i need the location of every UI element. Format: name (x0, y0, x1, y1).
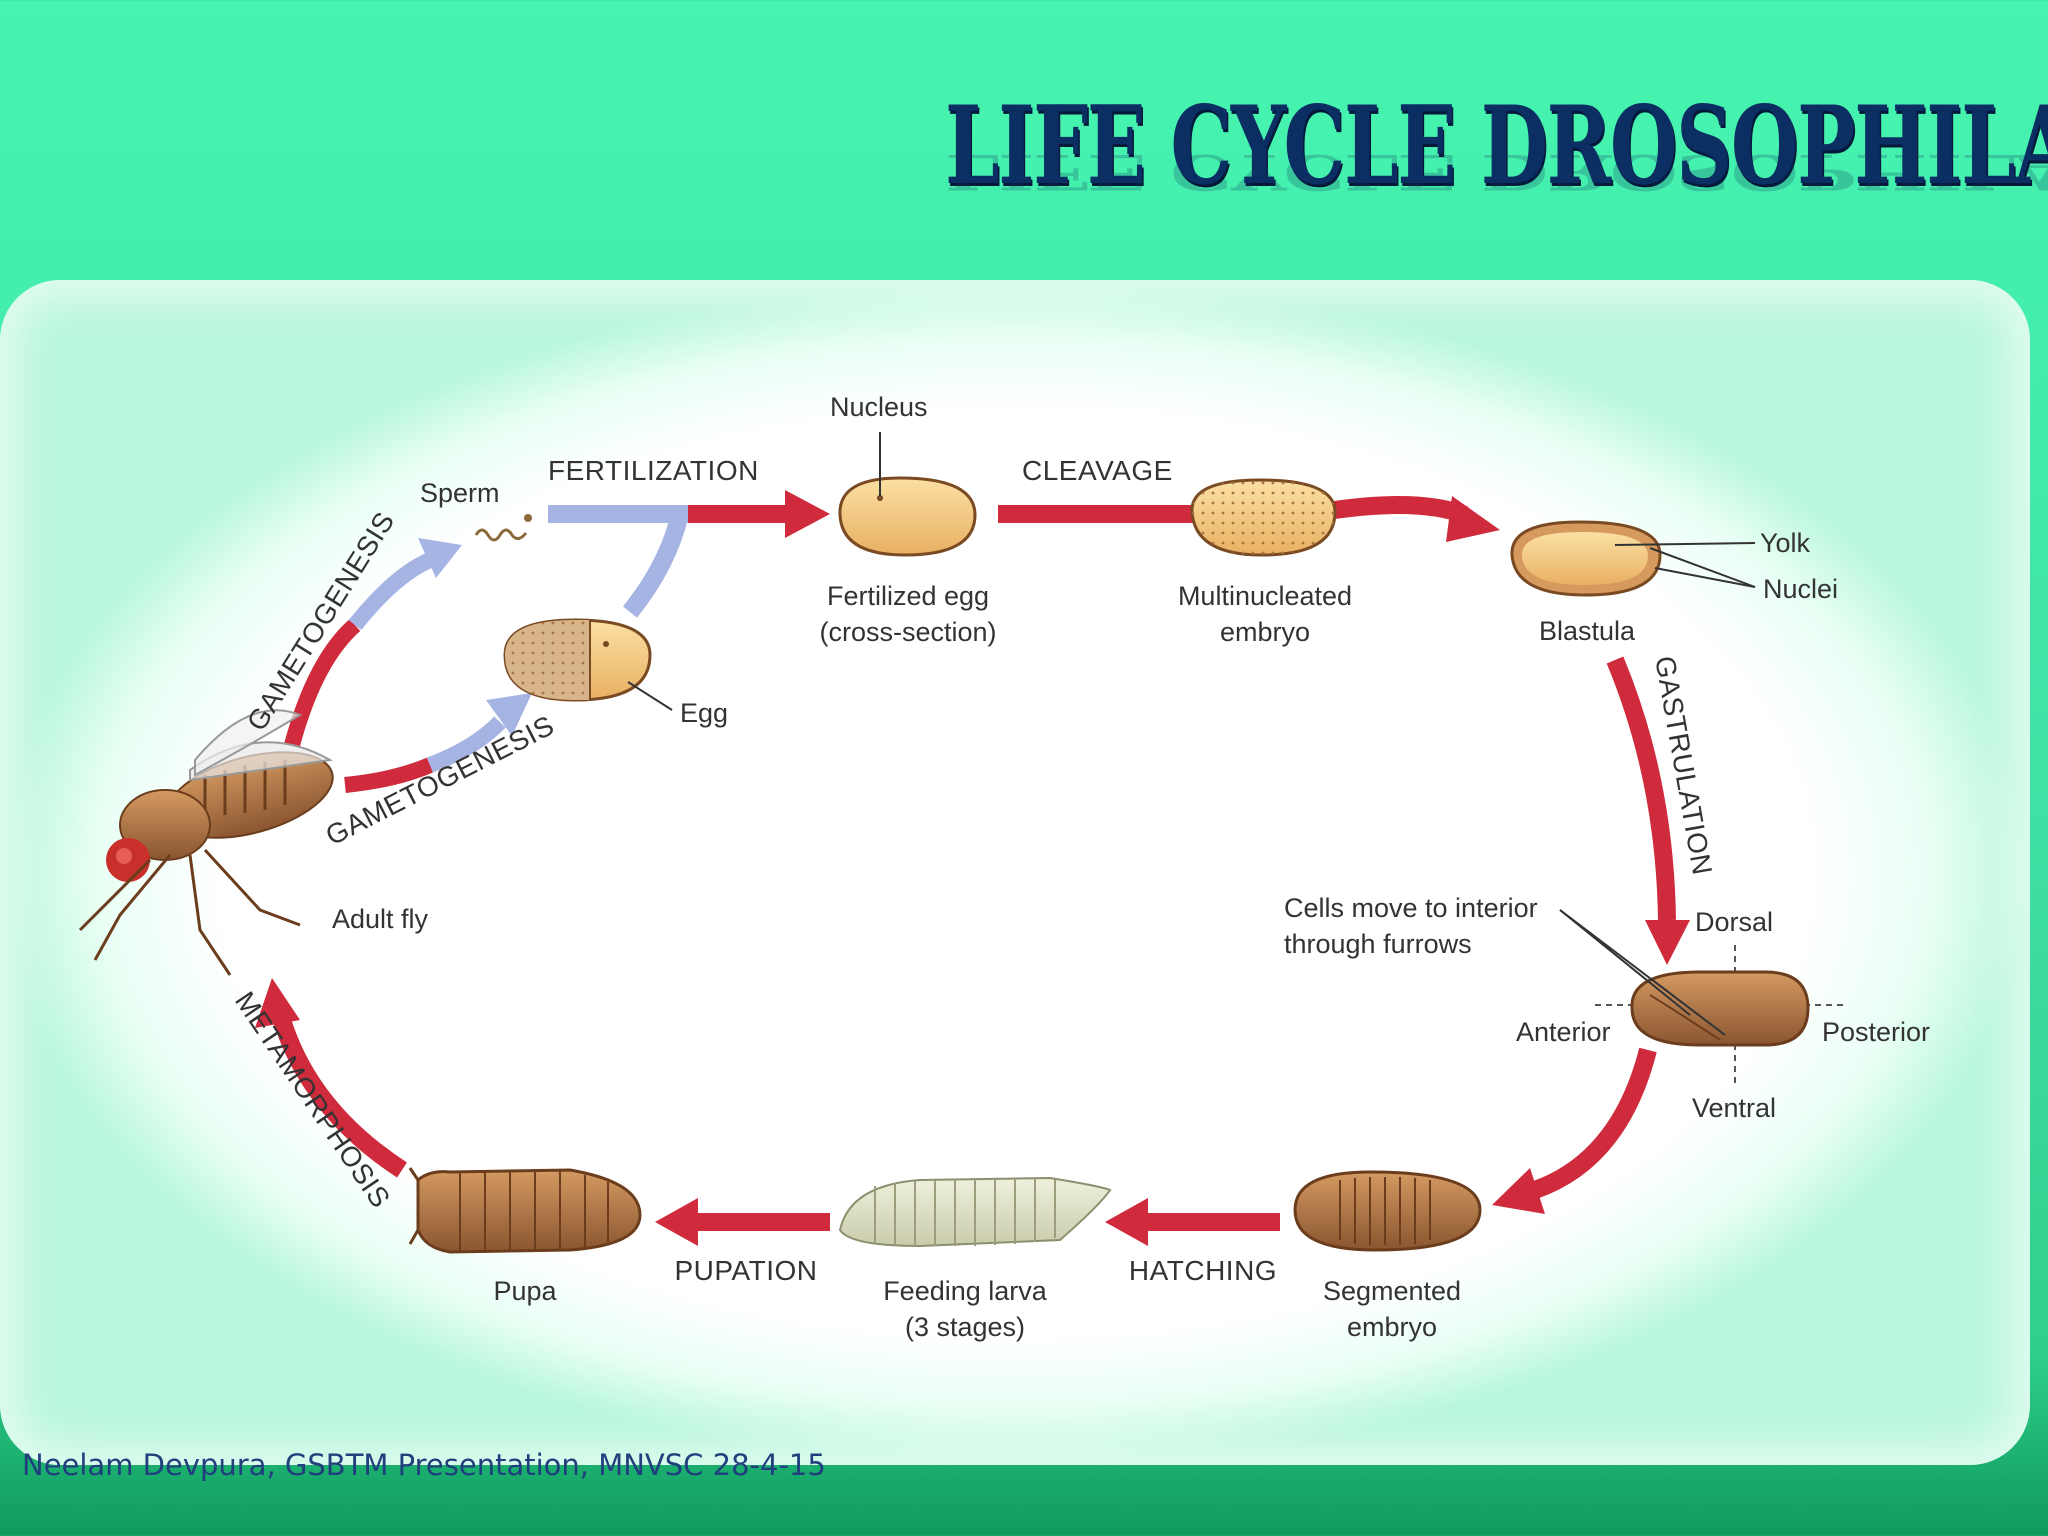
cleavage-label: CLEAVAGE (1022, 455, 1173, 486)
fertilization-arrowhead (785, 490, 830, 538)
diagram-panel (0, 280, 2030, 1465)
cells-move-leader-2 (1559, 909, 1726, 1036)
to-blastula-arrowhead (1446, 496, 1500, 542)
fertilized-egg-label-1: Fertilized egg (827, 581, 989, 611)
cells-move-label-2: through furrows (1284, 929, 1472, 959)
hatching-arrowhead (1105, 1198, 1148, 1246)
cells-move-label-1: Cells move to interior (1284, 893, 1538, 923)
multinucleated-embryo-icon (1190, 478, 1337, 557)
pupation-arrowhead (655, 1198, 698, 1246)
pupa-label: Pupa (493, 1276, 557, 1306)
gametogenesis-bottom-arrowhead (486, 693, 532, 736)
fertilization-egg-path (622, 511, 689, 618)
dorsal-label: Dorsal (1695, 907, 1773, 937)
fertilization-label: FERTILIZATION (548, 455, 759, 486)
segmented-embryo-icon (1293, 1170, 1482, 1252)
gametogenesis-bottom-arrow-blue (427, 716, 506, 773)
nuclei-label: Nuclei (1763, 574, 1838, 604)
nucleus-label: Nucleus (830, 392, 928, 422)
multinucleated-label-1: Multinucleated (1178, 581, 1352, 611)
hatching-label: HATCHING (1129, 1255, 1277, 1286)
segmented-label-2: embryo (1347, 1312, 1437, 1342)
footer-credit: Neelam Devpura, GSBTM Presentation, MNVS… (22, 1448, 826, 1482)
nuclei-leader-2 (1654, 567, 1756, 588)
gametogenesis-top-arrow-blue (348, 552, 434, 630)
posterior-label: Posterior (1822, 1017, 1930, 1047)
adult-fly-label: Adult fly (332, 904, 429, 934)
slide-title: LIFE CYCLE DROSOPHILA (945, 83, 2048, 209)
gametogenesis-bottom-arrow (344, 757, 434, 793)
sperm-icon (474, 528, 528, 542)
nuclei-leader-1 (1649, 547, 1756, 588)
blastula-label: Blastula (1539, 616, 1636, 646)
ventral-label: Ventral (1692, 1093, 1776, 1123)
multinucleated-label-2: embryo (1220, 617, 1310, 647)
metamorphosis-arrow (273, 1017, 407, 1178)
fertilized-egg-icon (838, 476, 977, 557)
gametogenesis-top-arrow (284, 618, 361, 748)
yolk-leader (1614, 542, 1756, 546)
feeding-larva-icon (838, 1176, 1112, 1248)
to-blastula-arrow (1333, 496, 1469, 524)
to-segmented-arrow (1531, 1047, 1657, 1199)
fertilized-egg-label-2: (cross-section) (819, 617, 996, 647)
anterior-label: Anterior (1516, 1017, 1611, 1047)
yolk-label: Yolk (1760, 528, 1811, 558)
segmented-label-1: Segmented (1323, 1276, 1461, 1306)
gametogenesis-top-arrowhead (418, 538, 462, 578)
feeding-larva-label-1: Feeding larva (883, 1276, 1048, 1306)
sperm-label: Sperm (420, 478, 500, 508)
pupation-label: PUPATION (675, 1255, 818, 1286)
egg-leader (627, 681, 673, 711)
egg-icon (503, 618, 652, 702)
sperm-head (524, 514, 532, 522)
adult-fly-icon (78, 709, 334, 976)
metamorphosis-label: METAMORPHOSIS (229, 986, 396, 1213)
feeding-larva-label-2: (3 stages) (905, 1312, 1025, 1342)
metamorphosis-arrowhead (255, 978, 300, 1028)
egg-label: Egg (680, 698, 728, 728)
gastrula-icon (1595, 945, 1848, 1085)
blastula-icon (1510, 520, 1662, 597)
pupa-icon (408, 1167, 642, 1254)
gametogenesis-top-label: GAMETOGENESIS (241, 506, 401, 736)
gastrulation-arrow (1606, 656, 1676, 921)
gastrulation-arrowhead (1645, 920, 1690, 965)
to-segmented-arrowhead (1492, 1168, 1545, 1214)
